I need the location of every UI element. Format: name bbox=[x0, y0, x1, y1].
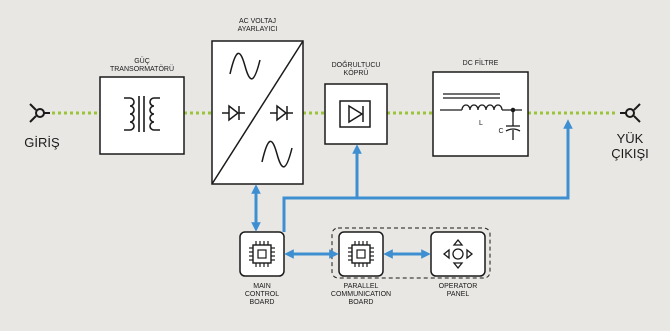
rectifier-label: DOĞRULTUCU KÖPRÜ bbox=[331, 62, 381, 78]
transformer-icon bbox=[124, 96, 160, 132]
dc-filter-label: DC FİLTRE bbox=[462, 60, 499, 67]
dpad-icon bbox=[442, 238, 474, 270]
output-plug-icon bbox=[620, 103, 641, 123]
input-plug-icon bbox=[29, 103, 50, 123]
comm-group-outline bbox=[331, 227, 491, 279]
transformer-block bbox=[99, 76, 185, 155]
comm-board-label: PARALLEL COMMUNICATION BOARD bbox=[330, 283, 392, 307]
ac-regulator-label: AC VOLTAJ AYARLAYICI bbox=[237, 18, 278, 34]
operator-panel-block bbox=[430, 231, 486, 277]
diode-icon bbox=[222, 104, 245, 122]
inductor-label: L bbox=[479, 120, 483, 127]
rectifier-block bbox=[324, 83, 388, 145]
sine-wave-icon bbox=[229, 52, 261, 80]
main-control-board-block bbox=[239, 231, 285, 277]
capacitor-label: C bbox=[498, 128, 504, 135]
sine-wave-icon bbox=[261, 140, 293, 168]
chip-icon bbox=[348, 241, 374, 267]
comm-board-block bbox=[338, 231, 384, 277]
ac-regulator-block bbox=[211, 40, 304, 185]
main-board-label: MAIN CONTROL BOARD bbox=[244, 283, 280, 307]
control-lines bbox=[251, 119, 573, 259]
diode-icon bbox=[339, 100, 371, 128]
diode-icon bbox=[270, 104, 293, 122]
operator-panel-label: OPERATOR PANEL bbox=[438, 283, 478, 299]
dc-filter-block bbox=[432, 71, 529, 157]
output-label: YÜK ÇIKIŞI bbox=[611, 131, 649, 161]
transformer-label: GÜÇ TRANSORMATÖRÜ bbox=[109, 58, 175, 74]
input-label: GİRİŞ bbox=[24, 135, 60, 150]
chip-icon bbox=[249, 241, 275, 267]
